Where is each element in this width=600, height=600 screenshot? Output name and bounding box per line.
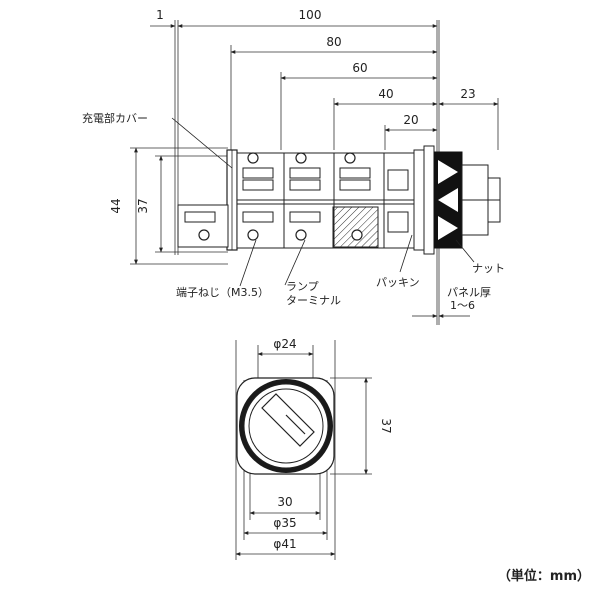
nut [433,151,463,249]
label-lamp-2: ターミナル [286,294,341,307]
selector-knob [461,164,501,236]
dim-40-text: 40 [378,87,393,101]
dim-phi24-text: φ24 [273,337,296,351]
side-view: 1 100 80 60 40 20 23 44 37 [82,8,505,325]
label-terminal-screw: 端子ねじ（M3.5） [176,286,269,299]
dimension-lines-top [150,24,499,132]
label-panel-2: 1～6 [450,299,475,312]
leader-lines [171,117,475,287]
dimension-lines-left [130,147,228,265]
dim-37-front-text: 37 [379,418,393,433]
selector-lever [261,393,315,447]
dim-80-text: 80 [326,35,341,49]
unit-label: （単位：mm） [498,568,590,584]
dim-37-side-text: 37 [136,198,150,213]
dim-phi35-text: φ35 [273,516,296,530]
dim-1-text: 1 [156,8,164,22]
dim-30-text: 30 [277,495,292,509]
terminal-screws [198,152,363,241]
contact-blocks [184,152,415,249]
dim-60-text: 60 [352,61,367,75]
dim-20-text: 20 [403,113,418,127]
dim-44-text: 44 [109,198,123,213]
packing [413,145,435,255]
front-view: φ24 37 30 φ35 φ41 [235,337,393,560]
label-panel-1: パネル厚 [447,286,491,299]
label-charging-cover: 充電部カバー [82,111,148,125]
label-lamp-1: ランプ [286,280,319,293]
dim-phi41-text: φ41 [273,537,296,551]
dim-100-text: 100 [299,8,322,22]
label-packing: パッキン [376,276,420,289]
dim-23-text: 23 [460,87,475,101]
front-dimension-lines [235,352,368,556]
label-nut: ナット [472,262,505,275]
